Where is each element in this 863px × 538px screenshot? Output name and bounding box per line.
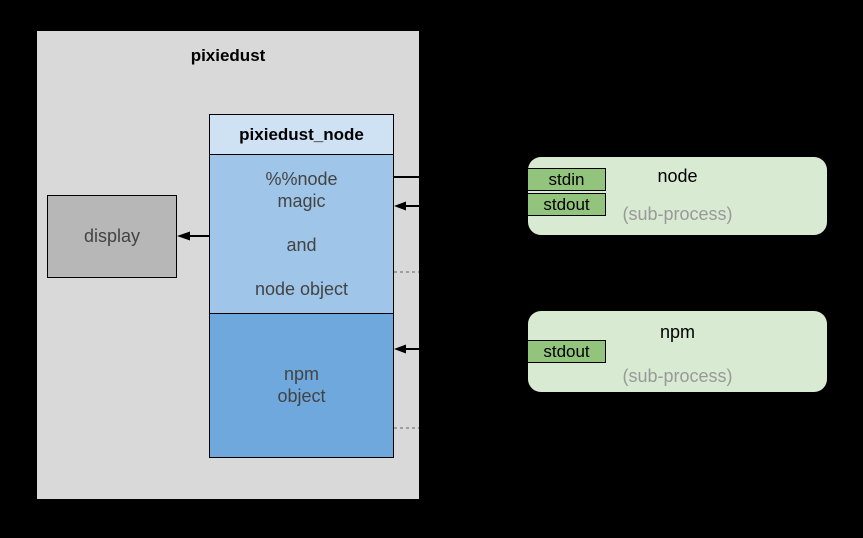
- magic-line-3: and: [286, 234, 317, 255]
- port-stdout-npm: stdout: [527, 340, 606, 363]
- port-stdin: stdin: [527, 168, 606, 191]
- npm-object-line-1: npm: [283, 364, 319, 385]
- pixiedust-node-header: pixiedust_node: [209, 114, 394, 155]
- port-stdout-node: stdout: [527, 193, 606, 216]
- npm-subprocess-box: npm (sub-process) stdout: [527, 311, 827, 392]
- npm-object-line-2: object: [277, 386, 326, 407]
- port-stdout-node-label: stdout: [543, 194, 590, 214]
- npm-subprocess-subtitle: (sub-process): [622, 366, 733, 386]
- pixiedust-title: pixiedust: [190, 46, 266, 65]
- pixiedust-container: pixiedust display pixiedust_node %%node …: [37, 31, 419, 499]
- magic-line-4: node object: [254, 278, 349, 299]
- node-magic-section: %%node magic and node object: [209, 153, 394, 314]
- pixiedust-node-title: pixiedust_node: [239, 124, 364, 144]
- port-stdout-npm-label: stdout: [543, 341, 590, 361]
- node-subprocess-title: node: [657, 166, 698, 186]
- port-stdin-label: stdin: [548, 169, 585, 189]
- node-subprocess-box: node (sub-process) stdin stdout: [527, 157, 827, 235]
- npm-object-section: npm object: [209, 312, 394, 458]
- magic-line-2: magic: [277, 190, 326, 211]
- display-box: display: [47, 195, 177, 278]
- npm-subprocess-title: npm: [659, 322, 695, 342]
- node-subprocess-subtitle: (sub-process): [622, 204, 733, 224]
- display-label: display: [83, 226, 141, 246]
- magic-line-1: %%node: [265, 168, 338, 189]
